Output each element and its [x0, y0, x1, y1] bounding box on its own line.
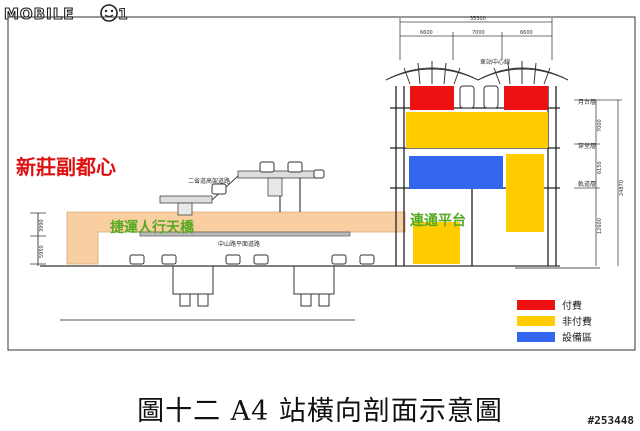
drawing-frame [7, 16, 636, 351]
legend-swatch-equipment [517, 332, 555, 342]
skywalk-bridge [66, 211, 406, 265]
roof-canopy-right [477, 61, 569, 85]
svg-text:1: 1 [118, 7, 128, 23]
right-dim-total: 24870 [619, 180, 625, 196]
unpaid-area-right-column [506, 154, 544, 232]
legend-label-unpaid: 非付費 [562, 315, 592, 328]
figure-caption: 圖十二 A4 站橫向剖面示意圖 [137, 396, 503, 427]
level-platform-label: 月台層 [578, 98, 596, 106]
dim-a: 6600 [420, 30, 433, 36]
dim-b: 7000 [472, 30, 485, 36]
right-dim-1: 7000 [597, 119, 603, 132]
platform-label: 連通平台 [410, 212, 466, 229]
left-dim-top: 3990 [39, 219, 45, 232]
level-track-label: 軌道層 [578, 180, 596, 188]
paid-area-right [504, 86, 548, 110]
top-dimension-lines [399, 18, 553, 60]
viaduct-cars [211, 161, 325, 195]
legend-swatch-unpaid [517, 316, 555, 326]
legend-label-paid: 付費 [562, 299, 582, 312]
center-line-label: 車站中心線 [480, 58, 510, 66]
image-tag: #253448 [587, 414, 634, 427]
pier-foundation-left [172, 265, 214, 307]
right-dim-3: 12600 [597, 218, 603, 234]
legend: 付費 非付費 設備區 [517, 299, 592, 344]
paid-area-left [410, 86, 454, 110]
dim-c: 6600 [520, 30, 533, 36]
district-label: 新莊副都心 [16, 155, 116, 179]
right-dimension-lines [574, 99, 622, 266]
trains [459, 85, 499, 109]
left-dimension-lines [30, 212, 46, 265]
skywalk-label: 捷運人行天橋 [110, 219, 195, 236]
road-cars [129, 254, 375, 265]
left-dim-bottom: 5950 [39, 245, 45, 258]
viaduct-label: 二省道高架道路 [188, 177, 230, 185]
road-label: 中山路平面道路 [218, 240, 260, 248]
level-mezz-label: 穿堂層 [578, 142, 596, 150]
equipment-area [409, 156, 503, 189]
right-dim-2: 6150 [597, 161, 603, 174]
top-dimension: 35300 [470, 16, 486, 22]
viaduct-structure [139, 170, 351, 237]
pier-foundation-right [293, 265, 335, 307]
svg-text:MOBILE: MOBILE [4, 5, 75, 23]
legend-label-equipment: 設備區 [562, 331, 592, 344]
roof-canopy-left [385, 61, 479, 85]
unpaid-area-lower [413, 222, 460, 264]
legend-swatch-paid [517, 300, 555, 310]
unpaid-area-upper [406, 112, 548, 148]
